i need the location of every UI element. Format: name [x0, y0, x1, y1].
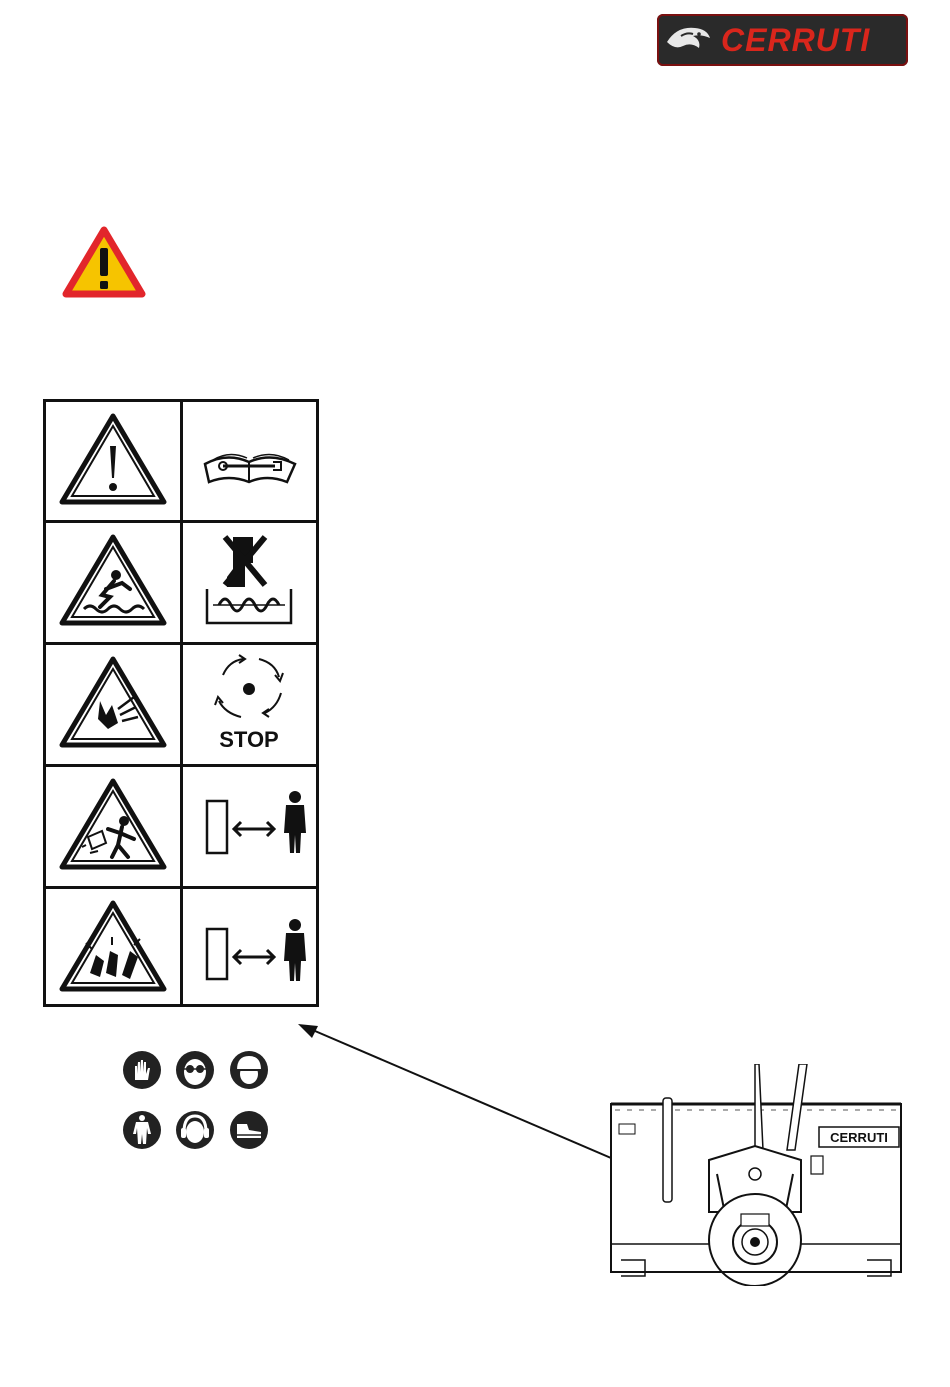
ppe-icon-group	[118, 1046, 274, 1158]
read-manual-book-icon	[183, 402, 316, 520]
safety-shoes-icon	[229, 1110, 269, 1150]
wait-rotation-stop-icon: STOP	[183, 645, 316, 764]
eagle-emblem-icon	[663, 20, 713, 60]
safety-sign-panel: STOP	[43, 399, 319, 1007]
warning-triangle-icon	[62, 226, 146, 298]
machine-rear-view-drawing: CERRUTI	[605, 1064, 907, 1286]
sign-cell-hazard-2	[46, 523, 183, 645]
sign-cell-instruction-4	[183, 767, 316, 889]
hand-cutting-triangle-icon	[46, 645, 180, 764]
sign-cell-instruction-1	[183, 402, 316, 523]
logo-text: CERRUTI	[721, 21, 870, 59]
machine-brand-label: CERRUTI	[830, 1130, 888, 1145]
ear-protection-icon	[175, 1110, 215, 1150]
keep-safe-distance-icon	[183, 767, 316, 886]
brand-logo: CERRUTI	[657, 14, 908, 66]
flying-debris-triangle-icon	[46, 889, 180, 1004]
projectile-hazard-triangle-icon	[46, 767, 180, 886]
entanglement-fall-triangle-icon	[46, 523, 180, 642]
sign-cell-instruction-5	[183, 889, 316, 1004]
general-warning-triangle-icon	[46, 402, 180, 520]
goggles-icon	[175, 1050, 215, 1090]
helmet-icon	[229, 1050, 269, 1090]
stop-label: STOP	[219, 727, 279, 752]
sign-cell-instruction-2	[183, 523, 316, 645]
no-hands-in-auger-icon	[183, 523, 316, 642]
sign-cell-hazard-1	[46, 402, 183, 523]
sign-cell-hazard-3	[46, 645, 183, 767]
keep-safe-distance-icon	[183, 889, 316, 1004]
sign-cell-hazard-5	[46, 889, 183, 1004]
sign-cell-instruction-3: STOP	[183, 645, 316, 767]
gloves-icon	[122, 1050, 162, 1090]
sign-cell-hazard-4	[46, 767, 183, 889]
overalls-icon	[122, 1110, 162, 1150]
